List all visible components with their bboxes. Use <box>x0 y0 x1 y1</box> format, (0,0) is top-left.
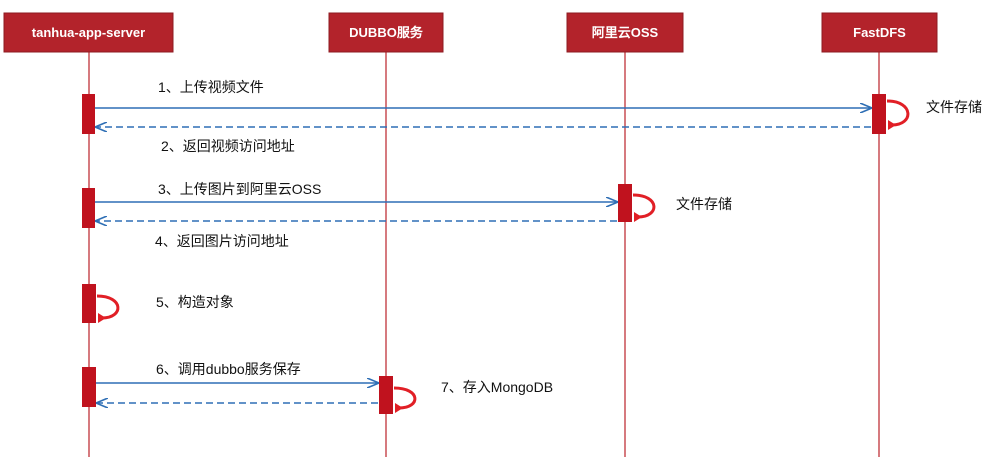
message-label-6: 6、调用dubbo服务保存 <box>156 361 301 377</box>
activation-bar <box>82 188 95 228</box>
participant-oss-label: 阿里云OSS <box>592 25 659 40</box>
activation-bar <box>82 94 95 134</box>
participant-dubbo-label: DUBBO服务 <box>349 25 424 40</box>
message-label-3: 3、上传图片到阿里云OSS <box>158 181 321 197</box>
message-label-1: 1、上传视频文件 <box>158 79 264 95</box>
self-arrow-dubbo <box>393 386 417 414</box>
message-label-4: 4、返回图片访问地址 <box>155 233 289 249</box>
self-note-fastdfs: 文件存储 <box>926 99 982 115</box>
self-arrow-app <box>96 294 120 324</box>
participant-app-label: tanhua-app-server <box>32 25 145 40</box>
participant-dubbo: DUBBO服务 <box>328 12 444 53</box>
activation-bar <box>82 367 96 407</box>
message-label-2: 2、返回视频访问地址 <box>161 138 295 154</box>
participant-oss: 阿里云OSS <box>566 12 684 53</box>
self-note-oss: 文件存储 <box>676 196 732 212</box>
self-arrow-fastdfs <box>886 99 910 131</box>
activation-bar <box>379 376 393 414</box>
participant-app: tanhua-app-server <box>3 12 174 53</box>
self-arrow-oss <box>632 193 656 223</box>
activation-bar <box>618 184 632 222</box>
activation-bar <box>872 94 886 134</box>
participant-fastdfs: FastDFS <box>821 12 938 53</box>
message-label-7: 7、存入MongoDB <box>441 379 553 395</box>
message-label-5: 5、构造对象 <box>156 294 234 310</box>
participant-fastdfs-label: FastDFS <box>853 25 906 40</box>
activation-bar <box>82 284 96 323</box>
